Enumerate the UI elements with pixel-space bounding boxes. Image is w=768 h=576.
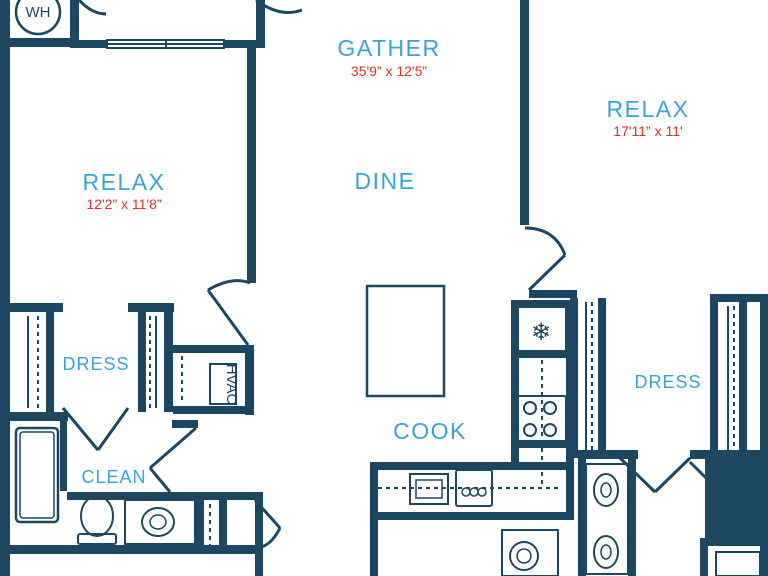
- vanity-icon: [585, 463, 629, 575]
- washer-icon: [501, 529, 559, 576]
- toilet-icon: [77, 533, 117, 545]
- hvac-icon: [209, 363, 237, 405]
- relax-right-room-dim: 17'11” x 11': [613, 123, 682, 139]
- relax-left-room-label: RELAX: [83, 169, 166, 195]
- fixtures: ❄: [14, 0, 761, 576]
- svg-text:❄: ❄: [531, 318, 551, 346]
- sink-icon: [124, 499, 196, 545]
- refrigerator-icon: [515, 305, 567, 355]
- bathtub-icon: [14, 426, 60, 524]
- water-heater-label: WH: [26, 4, 51, 21]
- dress-right-room-label: DRESS: [634, 372, 701, 392]
- gather-room-label: GATHER: [337, 35, 440, 61]
- hvac-label: HVAC: [223, 364, 240, 405]
- clean-room-label: CLEAN: [81, 467, 146, 487]
- labels: WH HVAC GATHER 35'9” x 12'5” RELAX 12'2”…: [26, 4, 701, 487]
- dishwasher-icon: [455, 469, 493, 507]
- kitchen-island: [365, 284, 446, 398]
- dress-left-room-label: DRESS: [62, 354, 129, 374]
- closet-rods: [27, 302, 735, 546]
- doors: [61, 0, 725, 550]
- range-icon: [511, 395, 567, 445]
- gather-room-dim: 35'9” x 12'5”: [351, 63, 428, 79]
- kitchen-sink-icon: [409, 473, 449, 505]
- relax-right-room-label: RELAX: [607, 96, 690, 122]
- water-heater-icon: [14, 0, 62, 36]
- dine-room-label: DINE: [355, 168, 416, 194]
- relax-left-room-dim: 12'2” x 11'8”: [86, 196, 161, 212]
- cook-room-label: COOK: [393, 418, 467, 444]
